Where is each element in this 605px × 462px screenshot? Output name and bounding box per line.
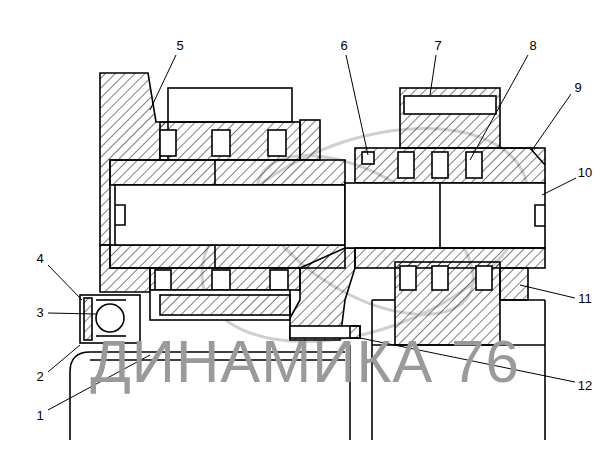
callout-number: 6 <box>340 39 347 52</box>
callout-number: 8 <box>529 39 536 52</box>
part-outlines <box>70 73 545 440</box>
leader-lines <box>48 55 576 410</box>
callout-number: 12 <box>578 379 592 392</box>
watermark: ДИНАМИКА 76 <box>90 332 520 392</box>
callout-number: 10 <box>578 166 592 179</box>
callout-number: 11 <box>578 292 592 305</box>
callout-number: 5 <box>176 39 183 52</box>
callout-number: 1 <box>36 409 43 422</box>
callout-number: 3 <box>36 306 43 319</box>
callout-number: 7 <box>434 39 441 52</box>
callout-number: 4 <box>36 252 43 265</box>
callout-number: 2 <box>36 370 43 383</box>
callout-number: 9 <box>574 81 581 94</box>
